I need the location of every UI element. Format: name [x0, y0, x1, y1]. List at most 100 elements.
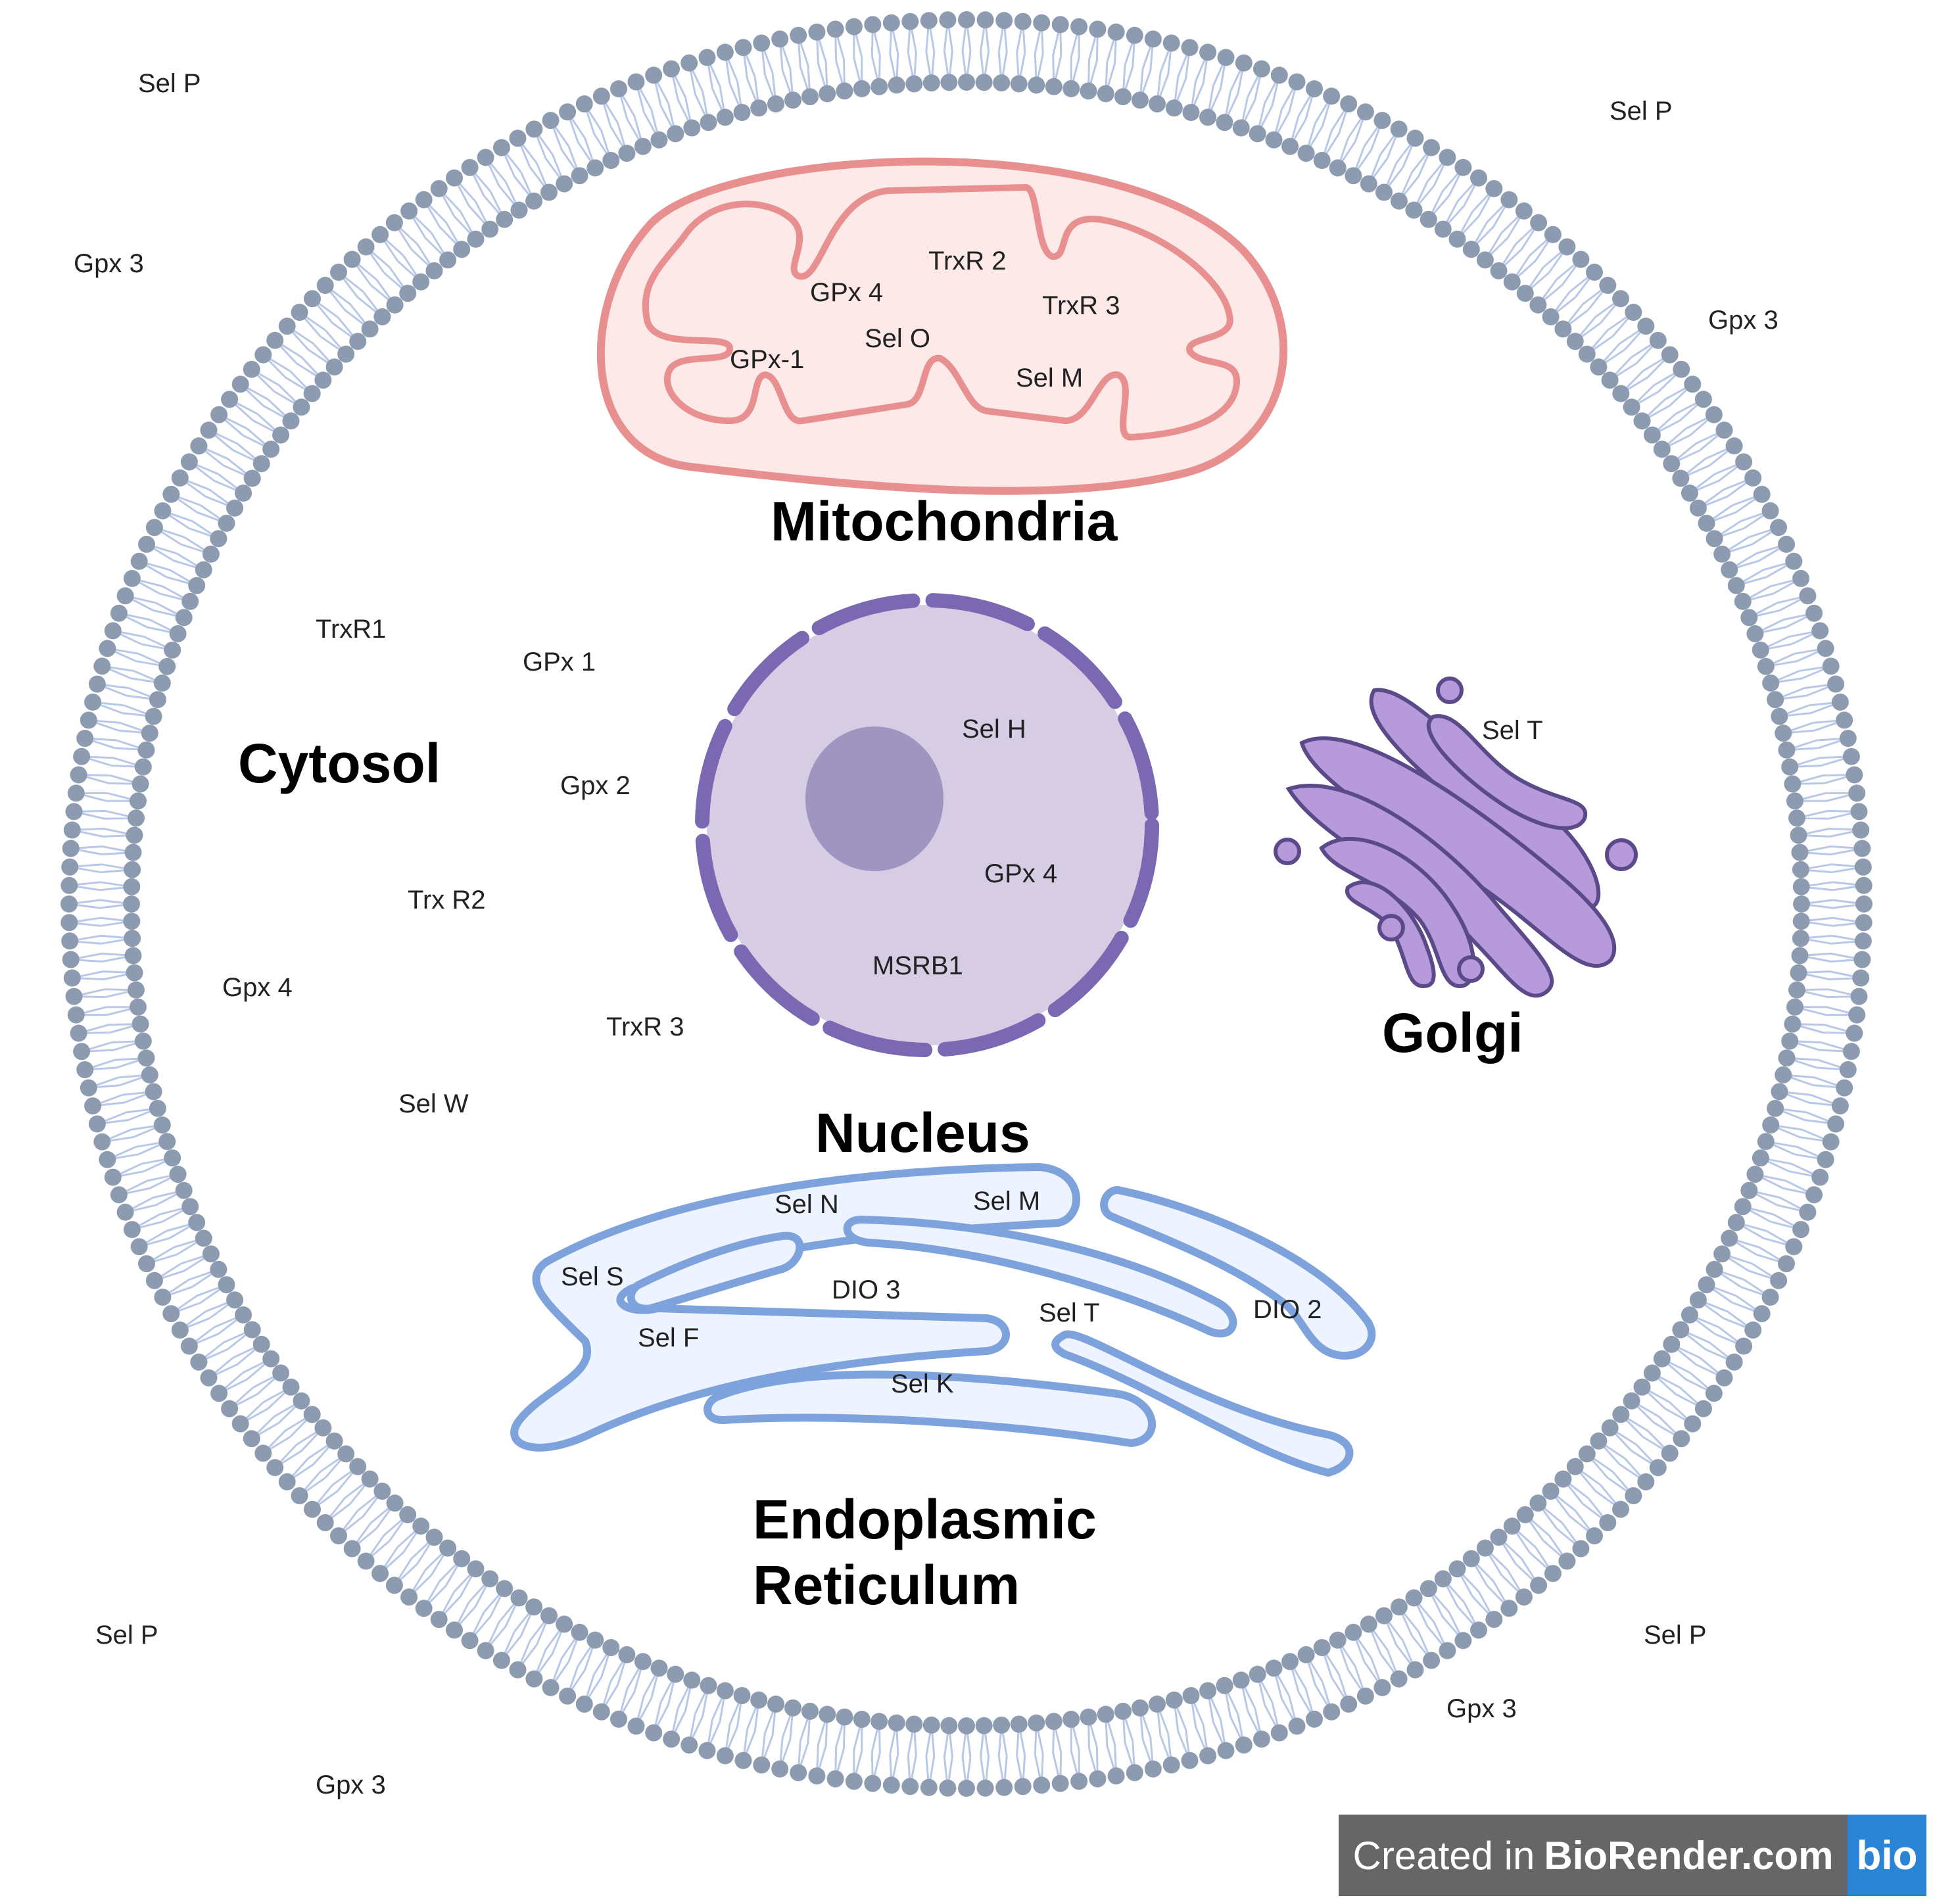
lipid-head-inner: [525, 192, 543, 210]
lipid-head-inner: [819, 1705, 836, 1723]
lipid-head-inner: [1281, 137, 1299, 155]
lipid-head-outer: [1181, 39, 1199, 57]
lipid-head-outer: [771, 1760, 789, 1778]
lipid-head-inner: [272, 1364, 290, 1382]
lipid-head-outer: [1270, 1724, 1288, 1742]
label-sel-p-top-left: Sel P: [138, 69, 201, 98]
lipid-head-outer: [385, 1577, 403, 1594]
lipid-head-outer: [1761, 1289, 1779, 1306]
lipid-head-outer: [509, 1661, 527, 1678]
lipid-head-inner: [1792, 930, 1809, 947]
lipid-head-outer: [1792, 569, 1810, 587]
lipid-head-outer: [84, 1097, 102, 1115]
lipid-head-outer: [610, 80, 627, 98]
lipid-head-outer: [1107, 1767, 1125, 1785]
lipid-head-outer: [1637, 1473, 1655, 1490]
lipid-head-outer: [73, 748, 91, 765]
lipid-head-inner: [602, 152, 620, 169]
lipid-head-inner: [922, 1716, 940, 1734]
lipid-head-outer: [266, 1459, 284, 1477]
lipid-head-inner: [386, 296, 404, 314]
label-cyto-trxr1: TrxR1: [316, 615, 386, 644]
title-cytosol: Cytosol: [238, 732, 441, 794]
lipid-head-outer: [1544, 226, 1562, 243]
lipid-head-outer: [680, 1736, 698, 1754]
lipid-head-inner: [210, 1260, 227, 1278]
lipid-head-inner: [1080, 82, 1097, 100]
golgi-cisterna: [1345, 880, 1436, 989]
lipid-head-outer: [1778, 1255, 1795, 1273]
lipid-head-outer: [1599, 1514, 1617, 1531]
lipid-head-inner: [126, 826, 143, 844]
lipid-head-inner: [1542, 308, 1560, 325]
lipid-head-inner: [252, 1335, 270, 1353]
badge-text: Created in BioRender.com: [1339, 1815, 1848, 1896]
lipid-head-inner: [1752, 1149, 1769, 1167]
lipid-head-inner: [1757, 657, 1775, 675]
lipid-head-outer: [542, 1678, 560, 1696]
lipid-head-inner: [1778, 741, 1796, 759]
lipid-head-outer: [1033, 14, 1051, 32]
lipid-head-outer: [663, 1730, 680, 1748]
lipid-head-outer: [76, 730, 94, 747]
label-er-sel-t: Sel T: [1039, 1298, 1100, 1327]
lipid-head-outer: [1070, 1773, 1088, 1790]
lipid-head-inner: [399, 285, 417, 302]
lipid-head-outer: [145, 519, 163, 536]
lipid-head-outer: [542, 112, 560, 130]
lipid-head-outer: [415, 191, 433, 208]
lipid-head-outer: [154, 1289, 172, 1306]
lipid-head-outer: [1323, 87, 1341, 105]
lipid-head-outer: [1715, 1369, 1733, 1387]
lipid-head-outer: [734, 39, 752, 57]
lipid-head-outer: [1515, 1588, 1533, 1606]
lipid-head-outer: [958, 11, 975, 28]
lipid-head-inner: [123, 913, 141, 930]
biorender-badge[interactable]: Created in BioRender.com bio: [1339, 1815, 1926, 1896]
plasma-membrane: [60, 11, 1873, 1797]
lipid-head-inner: [1752, 641, 1769, 659]
lipid-head-inner: [124, 947, 142, 964]
lipid-head-inner: [1767, 691, 1784, 709]
lipid-head-outer: [958, 1780, 975, 1797]
endoplasmic-reticulum: [510, 1163, 1376, 1477]
lipid-head-inner: [164, 641, 181, 659]
lipid-head-inner: [958, 1717, 975, 1734]
lipid-head-outer: [1340, 1696, 1358, 1713]
lipid-head-inner: [195, 1229, 212, 1247]
lipid-head-outer: [76, 1061, 94, 1078]
lipid-head-inner: [767, 1696, 784, 1713]
lipid-head-outer: [1544, 1565, 1562, 1583]
lipid-head-inner: [314, 1419, 332, 1437]
lipid-head-inner: [130, 998, 147, 1016]
lipid-head-outer: [901, 12, 919, 30]
lipid-head-outer: [99, 640, 116, 657]
lipid-head-inner: [153, 1116, 171, 1134]
lipid-head-outer: [1778, 535, 1795, 553]
lipid-head-outer: [291, 1487, 308, 1504]
lipid-head-outer: [65, 803, 83, 821]
lipid-head-inner: [1182, 104, 1200, 121]
lipid-head-outer: [190, 437, 208, 455]
label-nucleus-gpx4: GPx 4: [984, 859, 1057, 888]
title-nucleus: Nucleus: [815, 1102, 1030, 1164]
lipid-head-outer: [1235, 1736, 1253, 1754]
lipid-head-inner: [124, 930, 141, 947]
label-er-dio3: DIO 3: [832, 1275, 900, 1304]
lipid-head-outer: [1454, 158, 1472, 176]
lipid-head-outer: [1850, 803, 1868, 821]
lipid-head-outer: [1199, 1747, 1217, 1765]
lipid-head-inner: [1771, 707, 1788, 725]
lipid-head-outer: [1515, 202, 1533, 220]
lipid-head-inner: [169, 1166, 187, 1183]
lipid-head-outer: [110, 604, 128, 622]
lipid-head-outer: [171, 469, 189, 487]
golgi-vesicle: [1377, 914, 1405, 941]
lipid-head-outer: [845, 1773, 863, 1790]
lipid-head-inner: [1503, 1517, 1521, 1535]
lipid-head-outer: [93, 657, 111, 675]
lipid-head-outer: [80, 1079, 97, 1097]
lipid-head-outer: [1661, 1444, 1679, 1462]
lipid-head-outer: [1235, 54, 1253, 72]
lipid-head-outer: [80, 711, 97, 729]
